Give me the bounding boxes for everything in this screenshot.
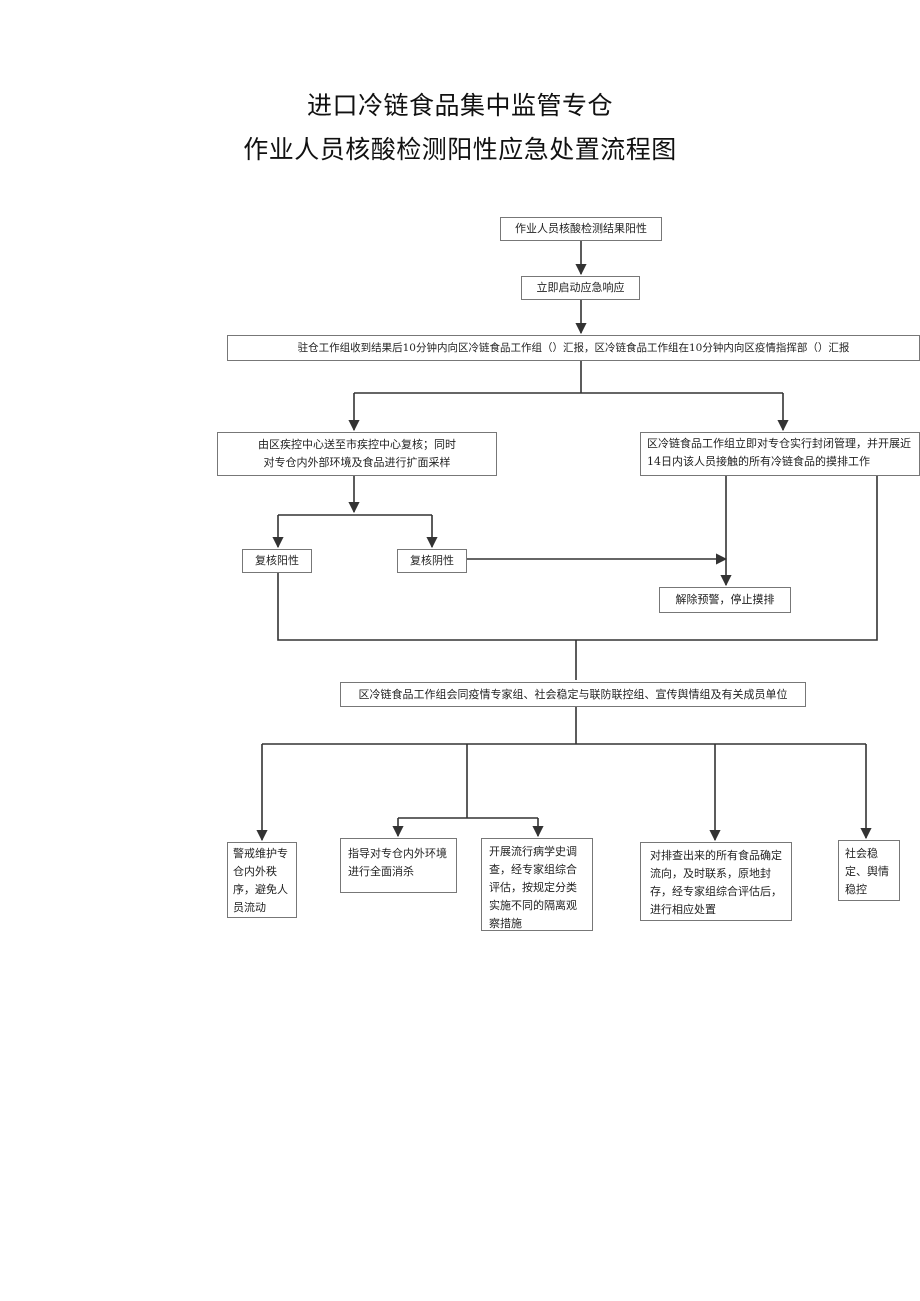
connector-positive-merge bbox=[277, 476, 878, 641]
page-title: 进口冷链食品集中监管专仓 bbox=[306, 91, 613, 120]
node-start-response: 立即启动应急响应 bbox=[521, 276, 640, 300]
node-recheck-negative: 复核阴性 bbox=[397, 549, 467, 573]
node-result-positive: 作业人员核酸检测结果阳性 bbox=[500, 217, 662, 241]
node-seal: 区冷链食品工作组立即对专仓实行封闭管理，并开展近14日内该人员接触的所有冷链食品… bbox=[640, 432, 920, 476]
node-lift-alert: 解除预警，停止摸排 bbox=[659, 587, 791, 613]
node-task-epi: 开展流行病学史调查，经专家组综合评估，按规定分类实施不同的隔离观察措施 bbox=[481, 838, 593, 931]
node-task-order: 警戒维护专仓内外秩序，避免人员流动 bbox=[227, 842, 297, 918]
node-recheck: 由区疾控中心送至市疾控中心复核；同时对专仓内外部环境及食品进行扩面采样 bbox=[217, 432, 497, 476]
node-recheck-positive: 复核阳性 bbox=[242, 549, 312, 573]
node-report: 驻仓工作组收到结果后10分钟内向区冷链食品工作组（）汇报，区冷链食品工作组在10… bbox=[227, 335, 920, 361]
page-subtitle: 作业人员核酸检测阳性应急处置流程图 bbox=[243, 135, 677, 164]
node-task-social: 社会稳定、舆情稳控 bbox=[838, 840, 900, 901]
node-task-disinfect: 指导对专仓内外环境进行全面消杀 bbox=[340, 838, 457, 893]
node-joint: 区冷链食品工作组会同疫情专家组、社会稳定与联防联控组、宣传舆情组及有关成员单位 bbox=[340, 682, 806, 707]
node-task-food: 对排查出来的所有食品确定流向，及时联系，原地封存，经专家组综合评估后，进行相应处… bbox=[640, 842, 792, 921]
